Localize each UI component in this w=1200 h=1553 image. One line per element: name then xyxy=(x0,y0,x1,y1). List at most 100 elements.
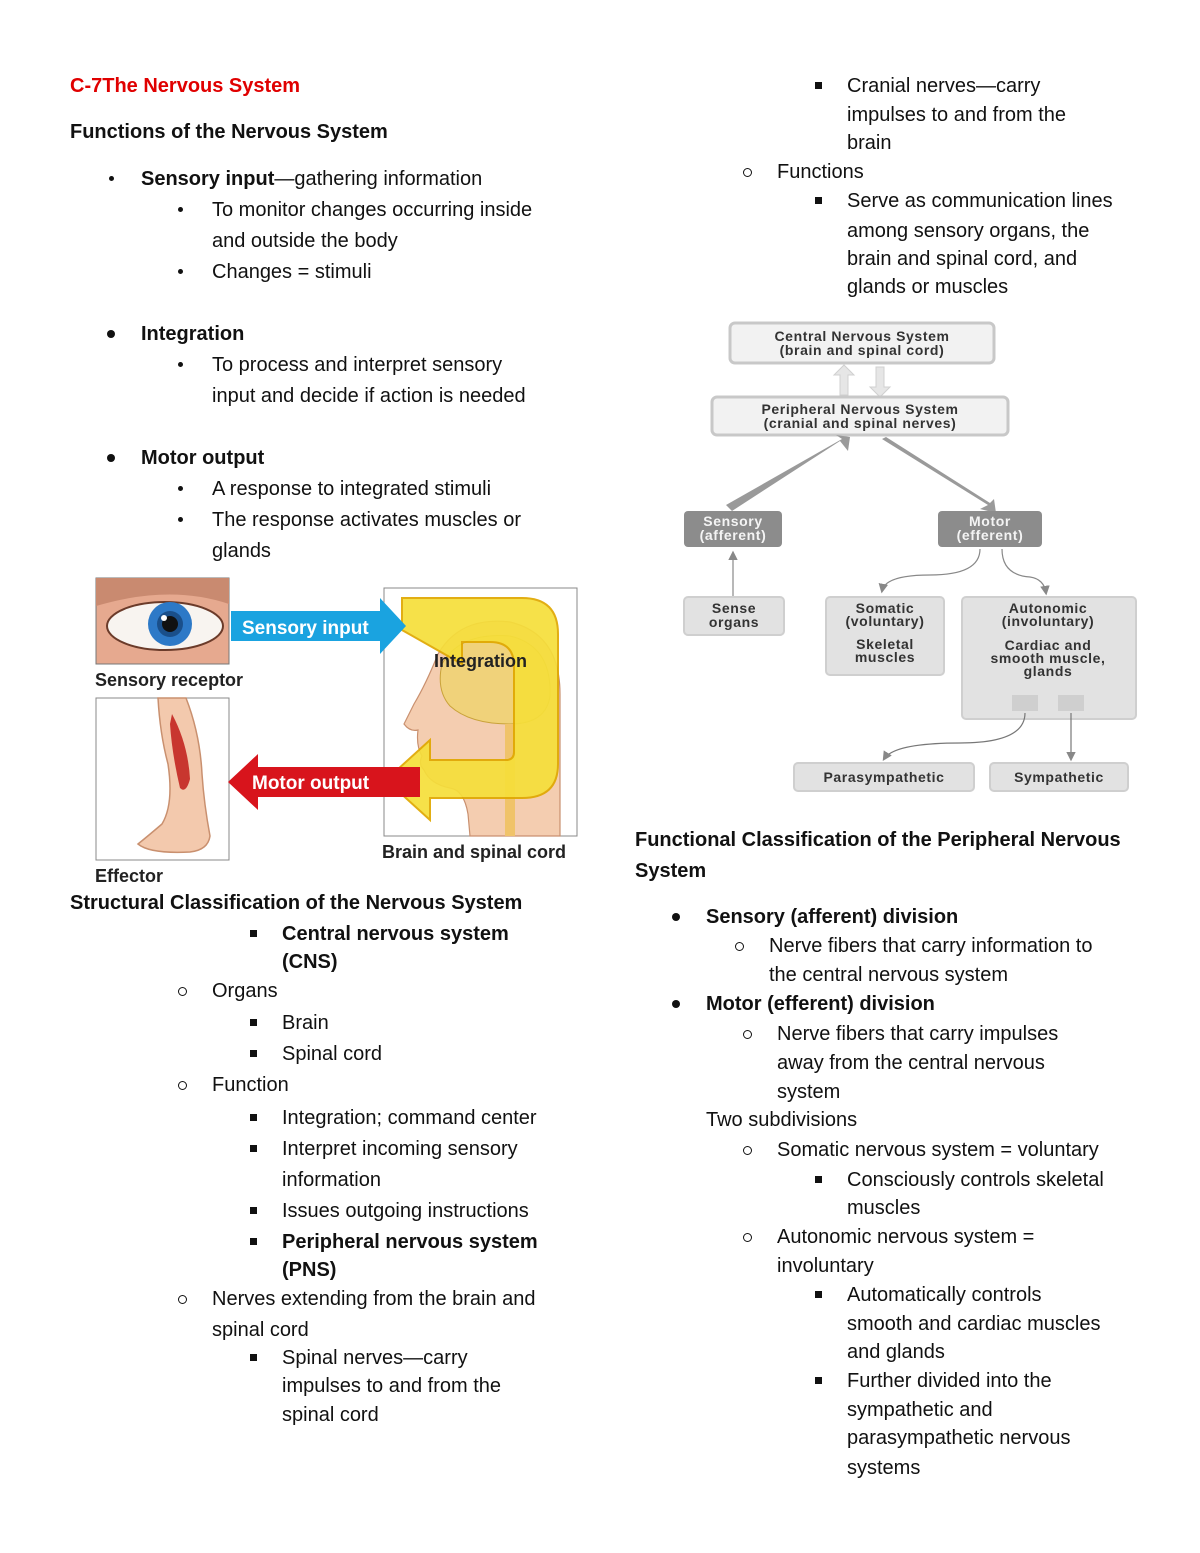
bullet xyxy=(672,1000,680,1008)
bullet xyxy=(178,486,183,491)
autonomic-line-5: glands xyxy=(1024,663,1073,679)
down-arrow xyxy=(868,366,892,398)
somatic-desc-2: muscles xyxy=(847,1197,921,1219)
sense-organs-line-2: organs xyxy=(709,614,759,630)
pns-flowchart: Central Nervous System (brain and spinal… xyxy=(683,321,1137,792)
spinal-nerves-3: spinal cord xyxy=(282,1404,379,1426)
motor-to-autonomic-line xyxy=(1001,548,1050,596)
bullet xyxy=(178,1081,187,1090)
further-1: Further divided into the xyxy=(847,1370,1052,1392)
eye-image xyxy=(95,577,230,665)
auto-desc-1: Automatically controls xyxy=(847,1284,1042,1306)
bullet xyxy=(743,1233,752,1242)
integration-sub-2: input and decide if action is needed xyxy=(212,385,526,407)
cns-box xyxy=(728,321,996,365)
structural-heading: Structural Classification of the Nervous… xyxy=(70,892,523,914)
page-title: C-7The Nervous System xyxy=(70,75,301,97)
sense-organs-box xyxy=(683,596,785,636)
autonomic-sub-square-2 xyxy=(1058,695,1084,711)
cns-item-1: Central nervous system xyxy=(282,923,509,945)
somatic-line-2: (voluntary) xyxy=(846,613,925,629)
effector-label: Effector xyxy=(95,866,163,886)
motor-box xyxy=(938,511,1042,547)
sensory-desc-2: the central nervous system xyxy=(769,964,1008,986)
functional-heading-1: Functional Classification of the Periphe… xyxy=(635,829,1121,851)
spinal-nerves-1: Spinal nerves—carry xyxy=(282,1347,468,1369)
spinal-cord-item: Spinal cord xyxy=(282,1043,383,1065)
further-3: parasympathetic nervous xyxy=(847,1427,1071,1449)
somatic-box xyxy=(825,596,945,676)
integration-item: Integration xyxy=(141,323,245,345)
brain-item: Brain xyxy=(282,1012,329,1034)
functional-heading-2: System xyxy=(635,860,707,882)
somatic-line-1: Somatic xyxy=(856,600,915,616)
bullet xyxy=(250,1145,257,1152)
integration-arrow xyxy=(384,597,559,823)
autonomic-line-2: (involuntary) xyxy=(1002,613,1095,629)
pns-box-line-1: Peripheral Nervous System xyxy=(761,401,958,417)
nerves-extending-1: Nerves extending from the brain and xyxy=(212,1288,536,1310)
autonomic-ns-1: Autonomic nervous system = xyxy=(777,1226,1035,1248)
bullet xyxy=(107,330,115,338)
functions-heading: Functions of the Nervous System xyxy=(70,121,388,143)
somatic-line-4: muscles xyxy=(855,649,915,665)
motor-sub-2: The response activates muscles or xyxy=(212,509,522,531)
bullet xyxy=(815,1377,822,1384)
nervous-system-function-figure: Sensory input Motor output Integration S… xyxy=(95,577,578,886)
bullet xyxy=(107,454,115,462)
sensory-box-line-2: (afferent) xyxy=(700,527,767,543)
motor-to-somatic-line xyxy=(878,548,981,594)
bullet xyxy=(178,362,183,367)
bullet xyxy=(178,517,183,522)
bullet xyxy=(178,269,183,274)
bullet xyxy=(743,1146,752,1155)
bullet xyxy=(250,1207,257,1214)
serve-2: among sensory organs, the xyxy=(847,220,1090,242)
integration-sub-1: To process and interpret sensory xyxy=(212,354,503,376)
sensory-box-line-1: Sensory xyxy=(703,513,762,529)
sensory-sub-3: Changes = stimuli xyxy=(212,261,372,283)
integration-label: Integration xyxy=(434,651,527,671)
serve-3: brain and spinal cord, and xyxy=(847,248,1078,270)
nerves-extending-2: spinal cord xyxy=(212,1319,309,1341)
functions-item: Functions xyxy=(777,161,864,183)
pns-to-motor-arrow xyxy=(882,437,996,513)
bullet xyxy=(250,1050,257,1057)
bullet xyxy=(178,987,187,996)
bullet xyxy=(743,168,752,177)
bullet xyxy=(250,1238,257,1245)
bullet xyxy=(672,913,680,921)
to-parasympathetic-line xyxy=(882,712,1026,762)
autonomic-ns-2: involuntary xyxy=(777,1255,874,1277)
organs-item: Organs xyxy=(212,980,278,1002)
sympathetic-box xyxy=(989,762,1129,792)
bullet xyxy=(743,1030,752,1039)
sensory-division: Sensory (afferent) division xyxy=(706,906,959,928)
motor-box-line-1: Motor xyxy=(969,513,1011,529)
serve-1: Serve as communication lines xyxy=(847,190,1113,212)
sensory-input-item: Sensory input—gathering information xyxy=(141,168,483,190)
issues-item: Issues outgoing instructions xyxy=(282,1200,529,1222)
pns-item-1: Peripheral nervous system xyxy=(282,1231,538,1253)
motor-sub-1: A response to integrated stimuli xyxy=(212,478,492,500)
cns-box-line-2: (brain and spinal cord) xyxy=(780,342,945,358)
motor-box-line-2: (efferent) xyxy=(957,527,1024,543)
bullet xyxy=(250,930,257,937)
autonomic-sub-square-1 xyxy=(1012,695,1038,711)
sensory-desc-1: Nerve fibers that carry information to xyxy=(769,935,1093,957)
bullet xyxy=(250,1114,257,1121)
interpret-item-1: Interpret incoming sensory xyxy=(282,1138,518,1160)
sympathetic-label: Sympathetic xyxy=(1014,769,1104,785)
integration-command-item: Integration; command center xyxy=(282,1107,537,1129)
cranial-1: Cranial nerves—carry xyxy=(847,75,1041,97)
spinal-nerves-2: impulses to and from the xyxy=(282,1375,501,1397)
pns-to-sensory-arrow xyxy=(726,435,850,511)
motor-sub-3: glands xyxy=(212,540,271,562)
auto-desc-3: and glands xyxy=(847,1341,945,1363)
two-subdivisions: Two subdivisions xyxy=(706,1109,858,1131)
sensory-input-arrow xyxy=(231,598,406,654)
further-2: sympathetic and xyxy=(847,1399,993,1421)
autonomic-line-1: Autonomic xyxy=(1009,600,1088,616)
bullet xyxy=(250,1019,257,1026)
cns-item-2: (CNS) xyxy=(282,951,338,973)
